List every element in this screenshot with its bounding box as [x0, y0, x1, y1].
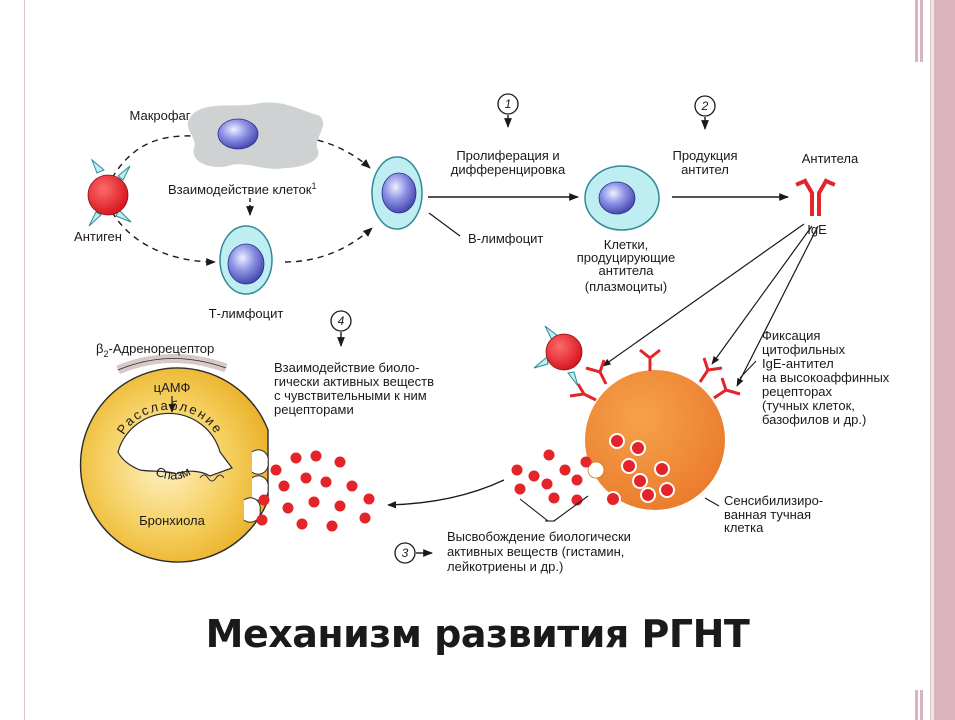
label-fixation-5: рецепторах: [762, 384, 833, 399]
label-plasma-2: продуцирующие: [577, 250, 676, 265]
label-fixation-7: базофилов и др.): [762, 412, 866, 427]
step-2-marker: 2: [694, 95, 716, 130]
label-antibodies: Антитела: [802, 151, 859, 166]
label-ige: IgE: [807, 222, 827, 237]
bronchiole-mediators: [256, 450, 375, 532]
arrow-mediators-to-bronchiole: [387, 479, 505, 509]
t-lymphocyte-nucleus-icon: [227, 243, 265, 285]
label-sensitized-3: клетка: [724, 520, 764, 535]
arrow-ige-to-mast-left: [602, 223, 805, 367]
dashed-path-antigen-t: [111, 211, 216, 266]
label-proliferation-2: дифференцировка: [451, 162, 566, 177]
sensitized-pointer: [704, 497, 720, 507]
plasma-cell-nucleus-icon: [598, 181, 636, 215]
label-plasma-4: (плазмоциты): [585, 279, 668, 294]
label-plasma-3: антитела: [598, 263, 654, 278]
b-lymphocyte-nucleus-icon: [381, 172, 417, 214]
label-macrophage: Макрофаг: [129, 108, 190, 123]
svg-text:3: 3: [402, 546, 409, 560]
label-antibody-production-1: Продукция: [672, 148, 737, 163]
b-lymphocyte-pointer: [428, 212, 461, 237]
label-interaction-bav-4: рецепторами: [274, 402, 354, 417]
dashed-path-antigen-macrophage: [111, 135, 196, 179]
macrophage-nucleus-icon: [217, 118, 259, 150]
frame-left-line: [24, 0, 25, 720]
mast-cell-icon: [585, 370, 725, 510]
frame-right-band-light: [931, 0, 935, 720]
mast-cell-receptors: [569, 348, 741, 402]
label-bronchiole: Бронхиола: [139, 513, 205, 528]
release-pointer-right: [553, 495, 589, 522]
label-spasm: Спазм: [153, 464, 192, 483]
antigen-icon: [87, 158, 132, 227]
step-3-marker: 3: [394, 542, 433, 564]
bronchiole-icon: [79, 353, 269, 563]
label-sensitized-1: Сенсибилизиро-: [724, 493, 823, 508]
frame-tick-bottom-2: [920, 690, 923, 720]
dashed-path-macrophage-b: [284, 135, 371, 169]
label-antibody-production-2: антител: [681, 162, 729, 177]
label-fixation-6: (тучных клеток,: [762, 398, 855, 413]
frame-right-band: [934, 0, 955, 720]
label-t-lymphocyte: Т-лимфоцит: [209, 306, 284, 321]
antigen-on-mast-icon: [533, 325, 583, 387]
release-pointer-left: [519, 498, 549, 522]
svg-text:2: 2: [701, 99, 709, 113]
label-beta2-receptor: β2-Адренорецептор: [96, 341, 214, 359]
label-interaction-bav-3: с чувствительными к ним: [274, 388, 427, 403]
label-sensitized-2: ванная тучная: [724, 507, 811, 522]
frame-tick-top-2: [920, 0, 923, 62]
label-proliferation-1: Пролиферация и: [456, 148, 559, 163]
fixation-pointer: [739, 360, 757, 379]
frame-tick-top-1: [915, 0, 918, 62]
label-camp: цАМФ: [154, 380, 191, 395]
label-plasma-1: Клетки,: [604, 237, 648, 252]
label-b-lymphocyte: В-лимфоцит: [468, 231, 543, 246]
label-cell-interaction: Взаимодействие клеток1: [168, 181, 317, 197]
svg-text:1: 1: [505, 97, 512, 111]
arrow-ige-to-mast-top: [711, 225, 813, 365]
label-fixation-4: на высокоаффинных: [762, 370, 890, 385]
label-antigen: Антиген: [74, 229, 122, 244]
label-fixation-2: цитофильных: [762, 342, 846, 357]
antibody-y-icon: [795, 178, 836, 216]
mast-cell-granules: [605, 433, 675, 507]
label-release-2: активных веществ (гистамин,: [447, 544, 624, 559]
label-interaction-bav-2: гически активных веществ: [274, 374, 434, 389]
slide-title: Механизм развития РГНТ: [205, 612, 750, 656]
label-fixation-1: Фиксация: [762, 328, 820, 343]
step-4-marker: 4: [330, 310, 352, 347]
svg-text:4: 4: [338, 314, 345, 328]
frame-tick-bottom-1: [915, 690, 918, 720]
label-release-1: Высвобождение биологически: [447, 529, 631, 544]
step-1-marker: 1: [497, 93, 519, 128]
label-fixation-3: IgE-антител: [762, 356, 834, 371]
dashed-path-t-b: [284, 227, 373, 263]
label-interaction-bav-1: Взаимодействие биоло-: [274, 360, 420, 375]
released-mediators: [511, 449, 592, 506]
frame-right-line: [930, 0, 931, 720]
label-release-3: лейкотриены и др.): [447, 559, 563, 574]
arrow-ige-to-mast-right: [736, 225, 819, 387]
